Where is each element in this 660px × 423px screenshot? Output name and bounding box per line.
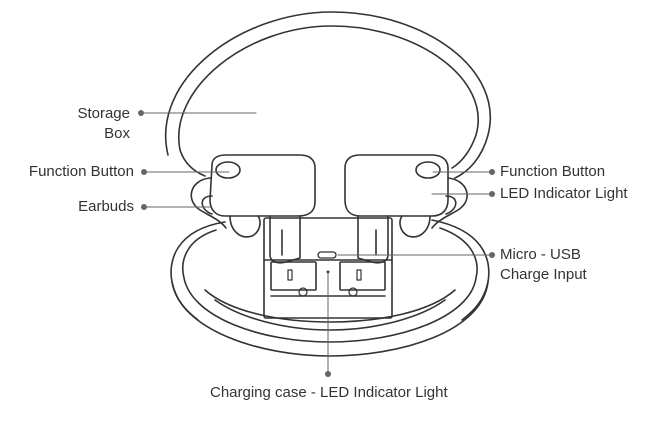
led-indicator-light-label: LED Indicator Light	[500, 185, 628, 202]
leader-dots	[138, 110, 495, 377]
leader-lines	[140, 112, 493, 375]
storage-box-label: Storage Box	[40, 104, 130, 144]
left-earbud	[190, 154, 316, 264]
charging-case-led-label: Charging case - LED Indicator Light	[210, 384, 448, 401]
micro-usb-label-line2: Charge Input	[500, 266, 587, 283]
right-earbud	[344, 154, 468, 264]
charging-case-base	[170, 219, 490, 357]
storage-box-lid	[165, 11, 491, 179]
function-button-right-label: Function Button	[500, 163, 606, 180]
storage-box-label-line2: Box	[104, 125, 130, 142]
function-button-left-label: Function Button	[28, 163, 134, 180]
storage-box-label-line1: Storage	[77, 105, 130, 122]
earbuds-label: Earbuds	[78, 198, 134, 215]
micro-usb-label: Micro - USB Charge Input	[500, 245, 587, 285]
micro-usb-label-line1: Micro - USB	[500, 246, 581, 263]
